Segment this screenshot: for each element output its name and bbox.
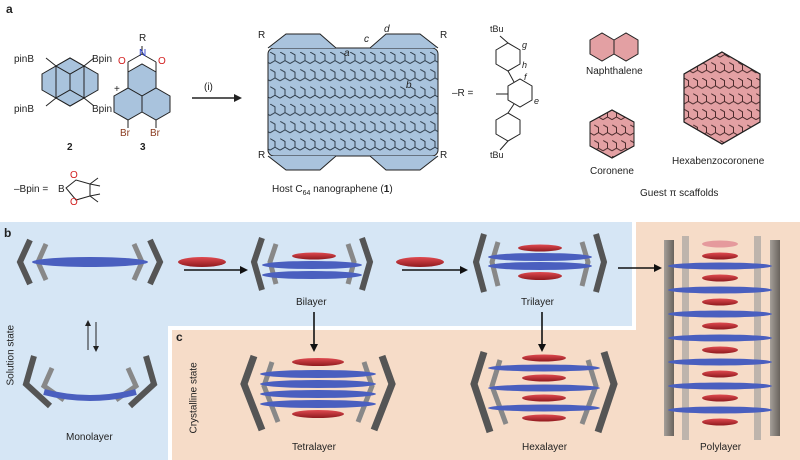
- solution-state-background: [0, 222, 632, 460]
- reagent-3-br1: Br: [120, 128, 130, 139]
- bpin-o1: O: [70, 170, 78, 181]
- host-caption: Host C64 nanographene (1): [272, 184, 393, 197]
- polylayer-label: Polylayer: [700, 442, 742, 453]
- hexalayer-label: Hexalayer: [522, 442, 568, 453]
- reagent-2-structure: [41, 57, 99, 107]
- solution-state-label-wrap: Solution state: [0, 325, 56, 386]
- solution-state-label: Solution state: [5, 324, 17, 386]
- r-position-h: h: [522, 60, 528, 70]
- host-position-a: a: [344, 48, 350, 59]
- naphthalene-label: Naphthalene: [586, 66, 643, 77]
- cage-bilayer: [250, 237, 374, 291]
- panel-b-letter: b: [4, 226, 12, 240]
- r-position-e: e: [534, 96, 540, 106]
- tbu-bottom: tBu: [490, 150, 504, 160]
- reagent-3-r: R: [139, 33, 147, 44]
- coronene-structure: [589, 109, 635, 159]
- cage-tetralayer: [240, 354, 396, 432]
- crystalline-state-label-wrap: Crystalline state: [144, 362, 244, 433]
- bpin-b: B: [58, 184, 65, 195]
- cage-trilayer: [472, 233, 608, 293]
- host-nanographene-structure: [267, 33, 439, 171]
- reagent-3-o1: O: [118, 56, 126, 67]
- guest-disc: [396, 257, 444, 267]
- r-position-g: g: [522, 40, 528, 50]
- reagent-3-o2: O: [158, 56, 166, 67]
- host-r-tl: R: [258, 30, 266, 41]
- naphthalene-structure: [589, 32, 639, 62]
- tetralayer-label: Tetralayer: [292, 442, 336, 453]
- trilayer-label: Trilayer: [521, 297, 554, 308]
- hexabenzocoronene-label: Hexabenzocoronene: [672, 156, 765, 167]
- hexabenzocoronene-structure: [683, 51, 761, 145]
- cage-monolayer-top: [16, 238, 164, 286]
- host-r-br: R: [440, 150, 448, 161]
- r-substituent-structure: [495, 35, 533, 151]
- bpin-label-tr: Bpin: [92, 54, 113, 65]
- coronene-label: Coronene: [590, 166, 634, 177]
- bilayer-label: Bilayer: [296, 297, 327, 308]
- pinb-label-bl: pinB: [14, 104, 35, 115]
- pinb-label-tl: pinB: [14, 54, 35, 65]
- reagent-2-number: 2: [67, 142, 73, 153]
- monolayer-label: Monolayer: [66, 432, 113, 443]
- reagent-3-br2: Br: [150, 128, 160, 139]
- r-definition-label: –R =: [452, 88, 474, 99]
- r-position-f: f: [524, 72, 527, 82]
- panel-c-letter: c: [176, 330, 183, 344]
- host-position-b: b: [406, 80, 412, 91]
- cage-polylayer: [664, 236, 780, 440]
- reagent-3-structure: [113, 46, 171, 128]
- reagent-3-n: N: [139, 48, 147, 59]
- host-position-d: d: [384, 24, 390, 35]
- cage-hexalayer: [470, 350, 618, 434]
- host-position-c: c: [364, 34, 369, 45]
- guest-disc: [178, 257, 226, 267]
- bpin-label-br: Bpin: [92, 104, 113, 115]
- crystalline-state-label: Crystalline state: [188, 362, 200, 434]
- host-r-tr: R: [440, 30, 448, 41]
- reagent-3-number: 3: [140, 142, 146, 153]
- panel-a-letter: a: [6, 2, 13, 16]
- reaction-condition: (i): [204, 82, 213, 93]
- bpin-definition-label: –Bpin =: [14, 184, 49, 195]
- equilibrium-arrows: [85, 320, 99, 352]
- host-r-bl: R: [258, 150, 266, 161]
- bpin-structure: [65, 177, 101, 203]
- plus-sign: +: [114, 84, 120, 95]
- tbu-top: tBu: [490, 24, 504, 34]
- bpin-o2: O: [70, 197, 78, 208]
- cage-monolayer-bottom: [22, 355, 158, 409]
- guest-scaffolds-caption: Guest π scaffolds: [640, 188, 719, 199]
